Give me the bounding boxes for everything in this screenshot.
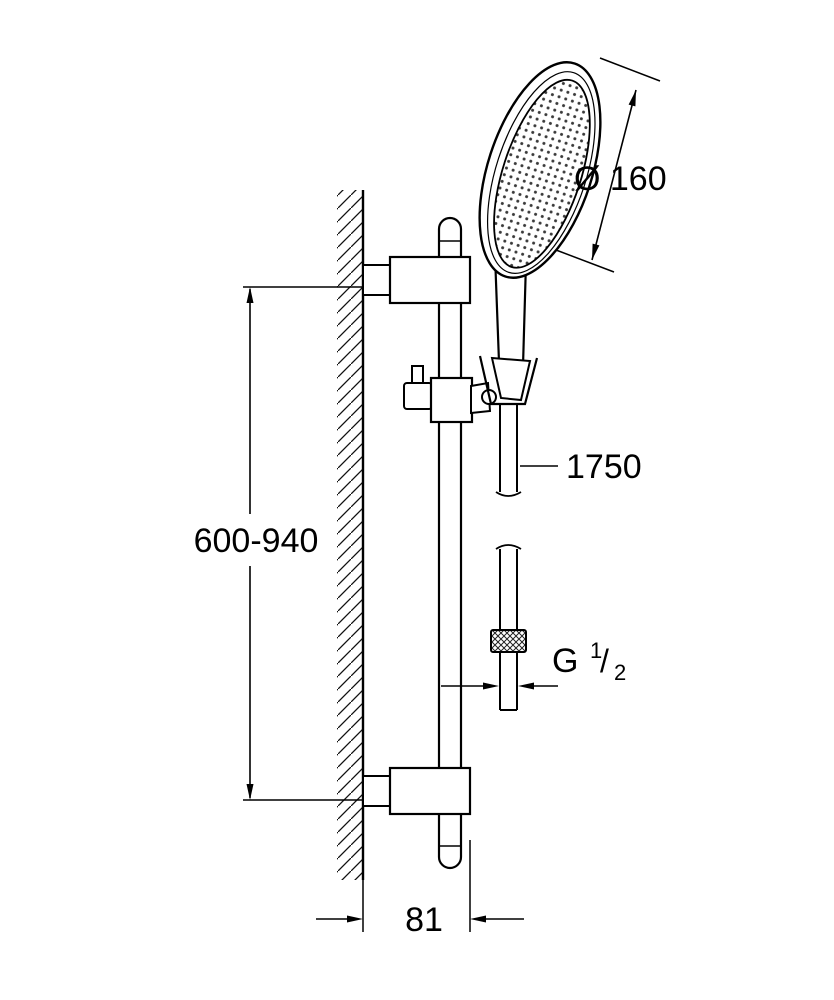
shower-head-rim (486, 71, 596, 274)
dim-arrowhead (628, 90, 636, 107)
rail-height-label: 600-940 (194, 522, 319, 560)
dim-arrowhead (470, 915, 486, 923)
dim-arrowhead (592, 243, 600, 260)
shower-spray-face (493, 78, 591, 269)
hose-break-bottom (495, 544, 522, 550)
thread-label-prefix: G (552, 642, 578, 680)
hose-coupling-nut (490, 629, 527, 653)
top-bracket (362, 255, 472, 305)
bottom-bracket-base (362, 775, 392, 807)
dimension-thread-size: G 1 / 2 (441, 638, 626, 690)
dim-arrowhead (246, 287, 254, 303)
top-bracket-body (388, 255, 472, 305)
shower-head (478, 61, 602, 279)
dim-arrowhead (246, 784, 254, 800)
dim-extension-line (555, 249, 615, 273)
dimension-head-diameter: Ø 160 (555, 57, 667, 273)
top-bracket-base (362, 264, 392, 296)
dim-arrowhead (518, 682, 534, 690)
holder-clamp (429, 376, 474, 424)
wall-offset-label: 81 (405, 901, 443, 939)
thread-label-numerator: 1 (590, 638, 602, 663)
dimension-hose-length: 1750 (520, 448, 642, 486)
hose-length-label: 1750 (566, 448, 642, 486)
bottom-bracket-body (388, 766, 472, 816)
dim-arrowhead (347, 915, 363, 923)
slider-holder (403, 365, 497, 424)
holder-cup (478, 355, 539, 406)
wall (337, 190, 365, 932)
dim-arrowhead (483, 682, 499, 690)
handle-cone (490, 356, 532, 402)
holder-knob (403, 382, 433, 410)
hand-shower (478, 61, 602, 406)
holder-release-pin (411, 365, 424, 384)
thread-label-denominator: 2 (614, 660, 626, 685)
hose-break-top (495, 491, 522, 497)
dim-extension-line (599, 57, 661, 82)
bottom-bracket (362, 766, 472, 816)
thread-label-slash: / (600, 643, 609, 679)
dimension-wall-offset: 81 (316, 840, 524, 939)
dim-line (591, 89, 637, 261)
wall-hatching (337, 190, 363, 880)
head-diameter-label: Ø 160 (574, 160, 667, 198)
dimension-rail-height: 600-940 (194, 286, 363, 801)
shower-hose (490, 404, 527, 711)
